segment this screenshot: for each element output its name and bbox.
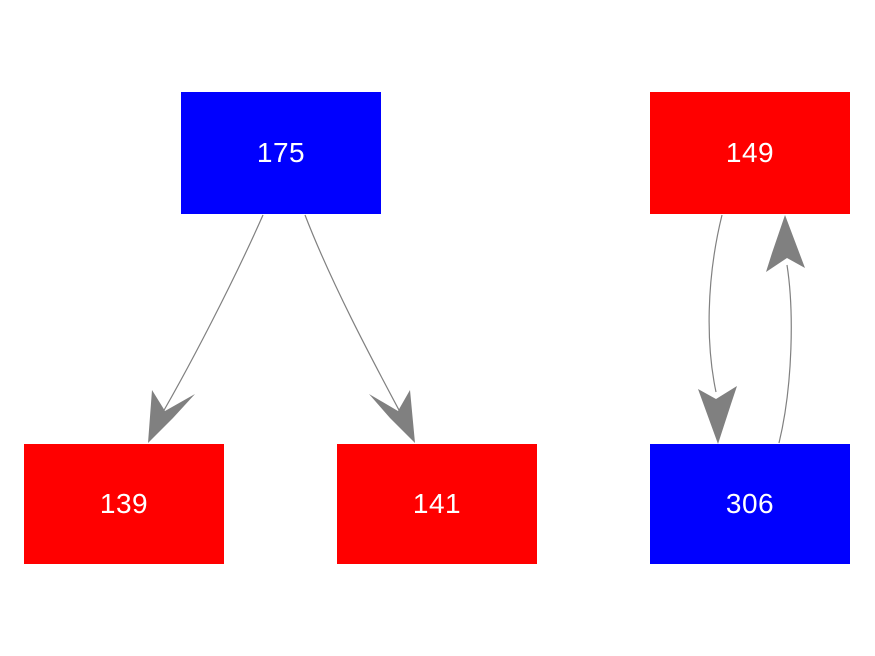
edge-149-to-306-arrowhead xyxy=(698,386,737,444)
node-141-label: 141 xyxy=(412,488,462,519)
edge-149-to-306-line xyxy=(708,214,723,393)
node-175[interactable]: 175 xyxy=(181,92,381,214)
node-139[interactable]: 139 xyxy=(24,444,224,564)
node-306[interactable]: 306 xyxy=(650,444,850,564)
edge-175-to-141-line xyxy=(304,214,401,413)
edge-175-to-139-arrowhead xyxy=(148,390,195,443)
edge-175-to-141-arrowhead xyxy=(369,390,415,443)
node-141[interactable]: 141 xyxy=(337,444,537,564)
node-149-label: 149 xyxy=(725,137,775,168)
node-306-label: 306 xyxy=(725,488,775,519)
edge-306-to-149-line xyxy=(778,264,792,444)
node-175-label: 175 xyxy=(256,137,306,168)
edge-175-to-139-line xyxy=(162,214,264,413)
edge-306-to-149-arrowhead xyxy=(766,215,805,272)
edge-149-to-306 xyxy=(698,214,737,444)
node-149[interactable]: 149 xyxy=(650,92,850,214)
edge-175-to-139 xyxy=(148,214,264,443)
node-139-label: 139 xyxy=(99,488,149,519)
edge-306-to-149 xyxy=(766,215,805,444)
edge-175-to-141 xyxy=(304,214,415,443)
